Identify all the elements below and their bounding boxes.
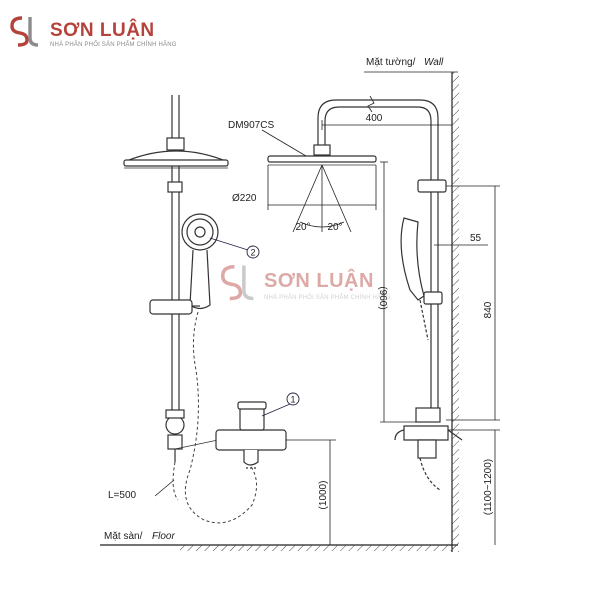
brand-name: SƠN LUẬN <box>50 20 155 41</box>
model-leader <box>261 129 307 157</box>
mixer-range-label: (1100~1200) <box>483 459 494 515</box>
head-height-label: (960) <box>377 286 388 309</box>
angle-left: 20° <box>295 222 310 233</box>
watermark-logo-icon <box>220 264 254 301</box>
callout-2: 2 <box>250 248 255 258</box>
mixer-range-dimension <box>448 429 500 545</box>
brand-logo: SƠN LUẬN NHÀ PHÂN PHỐI SẢN PHẨM CHÍNH HÃ… <box>8 14 208 54</box>
wall <box>364 71 459 552</box>
brand-tagline: NHÀ PHÂN PHỐI SẢN PHẨM CHÍNH HÃNG <box>50 42 177 48</box>
head-diameter-dimension <box>267 165 377 210</box>
watermark: SƠN LUẬN NHÀ PHÂN PHỐI SẢN PHẨM CHÍNH HÃ… <box>218 262 418 312</box>
floor <box>100 544 458 551</box>
wall-label-en: Wall <box>424 57 444 68</box>
callout-1-circle <box>286 392 300 406</box>
head-diameter-label: Ø220 <box>232 193 257 204</box>
callout-2-circle <box>246 245 260 259</box>
bracket-offset-label: 55 <box>470 233 482 244</box>
hose-length-leader <box>154 479 175 497</box>
callout-1: 1 <box>290 395 295 405</box>
spray-angle <box>292 164 352 233</box>
brand-logo-icon <box>10 16 39 47</box>
mixer-height-label: (1000) <box>318 481 329 510</box>
head-height-dimension <box>380 161 416 423</box>
front-view-shower <box>123 95 229 462</box>
callout-2-leader <box>209 237 249 251</box>
hose <box>184 311 257 524</box>
watermark-name: SƠN LUẬN <box>264 270 374 292</box>
floor-label-vi: Mặt sàn/ <box>104 531 143 542</box>
hose-lower <box>172 461 179 501</box>
wall-label-vi: Mặt tường/ <box>366 57 416 68</box>
rail-length-label: 840 <box>483 301 494 318</box>
hose-length-label: L=500 <box>108 490 137 501</box>
side-view-shower <box>267 95 463 491</box>
arm-length-label: 400 <box>366 113 383 124</box>
front-view-mixer <box>215 401 287 469</box>
model-label: DM907CS <box>228 120 274 131</box>
callout-1-leader <box>261 403 291 417</box>
angle-right: 20° <box>327 222 342 233</box>
mixer-height-dimension <box>286 439 336 545</box>
watermark-tagline: NHÀ PHÂN PHỐI SẢN PHẨM CHÍNH HÃNG <box>264 295 391 301</box>
floor-label-en: Floor <box>152 531 175 542</box>
rail-dimension <box>446 185 500 421</box>
arm-dimension <box>321 120 452 130</box>
